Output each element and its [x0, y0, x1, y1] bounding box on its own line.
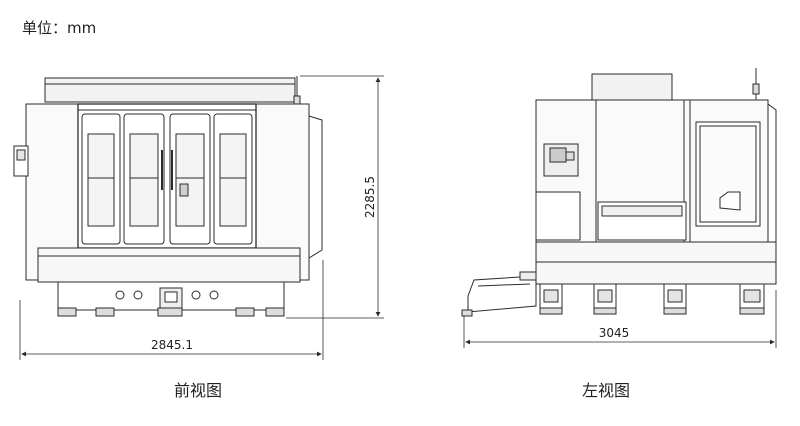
front-width-dimension-label: 2845.1 — [151, 338, 193, 352]
left-width-dimension-label: 3045 — [599, 326, 630, 340]
front-view-dimensions — [19, 75, 384, 360]
left-view-caption: 左视图 — [582, 381, 630, 400]
unit-label: 单位：mm — [22, 19, 96, 37]
front-view-caption: 前视图 — [174, 381, 222, 400]
front-height-dimension-label: 2285.5 — [363, 176, 377, 218]
left-view-machine — [461, 68, 777, 317]
left-view-dimensions — [463, 290, 777, 348]
front-view-machine — [13, 76, 323, 317]
